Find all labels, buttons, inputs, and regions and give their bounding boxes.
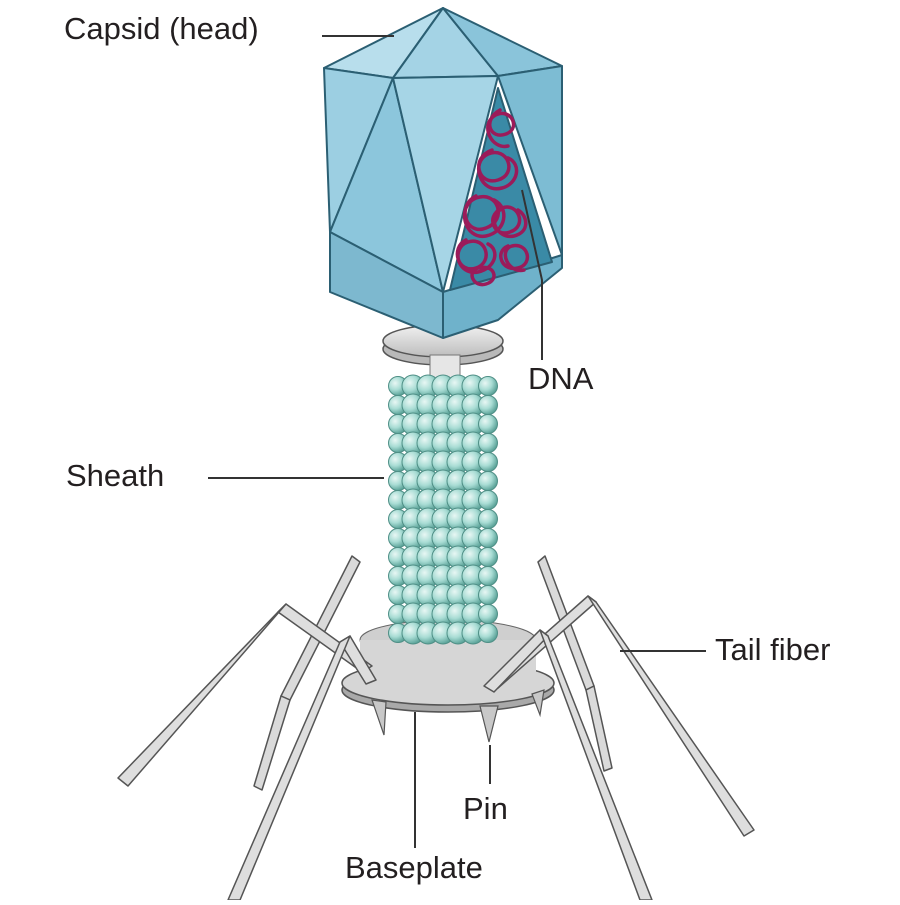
pins	[371, 689, 545, 743]
capsid-face-center	[392, 75, 499, 293]
sheath-bead	[478, 547, 498, 567]
pin-left	[371, 699, 387, 736]
capsid-face-right	[497, 65, 563, 256]
capsid	[323, 7, 563, 339]
sheath-bead	[478, 395, 498, 415]
leader-dna	[521, 189, 543, 360]
sheath-bead	[478, 414, 498, 434]
sheath-bead	[478, 528, 498, 548]
sheath-bead	[478, 490, 498, 510]
tail-fiber-back-left-lower	[253, 695, 291, 791]
sheath-bead	[478, 471, 498, 491]
leader-lines	[208, 35, 706, 848]
pin-right	[531, 689, 545, 718]
sheath-bead	[478, 452, 498, 472]
label-capsid: Capsid (head)	[64, 11, 259, 46]
dna-strand	[455, 108, 530, 287]
label-tail-fiber: Tail fiber	[715, 632, 831, 667]
sheath	[388, 374, 498, 645]
label-dna: DNA	[528, 361, 594, 396]
tail-fiber-back-right-lower	[585, 685, 613, 772]
tail-fiber-front-right-lower	[587, 595, 755, 837]
sheath-bead	[478, 509, 498, 529]
sheath-bead	[478, 604, 498, 624]
sheath-bead	[478, 376, 498, 396]
pin-center	[479, 705, 499, 743]
sheath-bead	[478, 433, 498, 453]
sheath-bead	[478, 585, 498, 605]
sheath-bead	[478, 566, 498, 586]
label-sheath: Sheath	[66, 458, 165, 493]
tail-fiber-front-left-lower	[117, 603, 287, 787]
tail-fiber-front-left2-lower	[227, 635, 351, 901]
tail-fiber-front-right2-lower	[539, 629, 653, 901]
collar	[382, 324, 504, 388]
sheath-bead	[478, 623, 498, 643]
label-baseplate: Baseplate	[345, 850, 483, 885]
label-pin: Pin	[463, 791, 508, 826]
tail-fibers-front	[117, 595, 755, 901]
